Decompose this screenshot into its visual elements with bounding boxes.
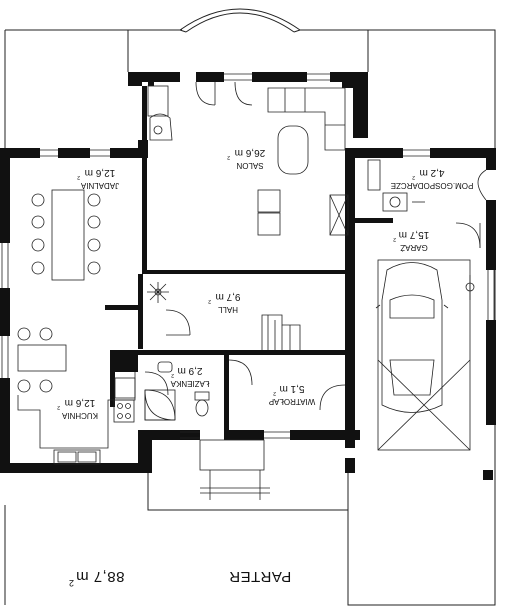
hall-name: HALL — [217, 305, 238, 314]
kuchnia-area-sup: 2 — [57, 404, 60, 410]
wiatrolap-area-sup: 2 — [273, 390, 276, 396]
garaz-area-sup: 2 — [393, 236, 396, 242]
hall-area: 9,7 m — [215, 291, 240, 302]
label-floor: PARTER — [229, 568, 291, 585]
lazienka-name: ŁAZIENKA — [170, 379, 209, 388]
kitchen-fixtures — [17, 327, 136, 465]
pom-gospodarcze-area: 4,2 m — [419, 167, 444, 178]
salon-furniture — [147, 85, 349, 236]
boiler — [367, 159, 425, 212]
label-wiatrolap: WIATROŁAP 5,1 m 2 — [269, 383, 316, 406]
label-hall: HALL 9,7 m 2 — [208, 291, 241, 314]
total-area-sup: 2 — [69, 578, 74, 588]
doors — [144, 81, 487, 411]
salon-name: SALON — [236, 161, 263, 170]
label-kuchnia: KUCHNIA 12,6 m 2 — [57, 397, 98, 420]
label-pom-gospodarcze: POM.GOSPODARCZE 4,2 m 2 — [391, 167, 474, 190]
windows — [1, 73, 495, 439]
wiatrolap-area: 5,1 m — [279, 383, 304, 394]
terrace-outline — [4, 29, 496, 606]
total-area: 88,7 m — [76, 568, 125, 585]
kuchnia-name: KUCHNIA — [61, 411, 98, 420]
hall-area-sup: 2 — [208, 298, 211, 304]
lazienka-area: 2,9 m — [177, 365, 202, 376]
bay-window — [179, 8, 301, 33]
lazienka-area-sup: 2 — [171, 372, 174, 378]
plant — [147, 282, 169, 303]
garaz-name: GARAŻ — [400, 243, 428, 252]
dining-set — [31, 189, 101, 281]
label-lazienka: ŁAZIENKA 2,9 m 2 — [170, 365, 209, 388]
label-jadalnia: JADALNIA 12,6 m 2 — [77, 167, 119, 190]
jadalnia-area-sup: 2 — [77, 174, 80, 180]
wiatrolap-name: WIATROŁAP — [269, 397, 316, 406]
pom-gospodarcze-area-sup: 2 — [412, 174, 415, 180]
garaz-area: 15,7 m — [399, 229, 430, 240]
car — [375, 259, 475, 451]
kuchnia-area: 12,6 m — [65, 397, 96, 408]
pom-gospodarcze-name: POM.GOSPODARCZE — [391, 181, 474, 190]
bathroom-fixtures — [144, 361, 210, 421]
floor-name: PARTER — [229, 568, 291, 585]
jadalnia-name: JADALNIA — [80, 181, 119, 190]
jadalnia-area: 12,6 m — [85, 167, 116, 178]
walls — [0, 72, 496, 480]
label-salon: SALON 26,6 m 2 — [227, 147, 265, 170]
stairs — [261, 314, 301, 350]
salon-area-sup: 2 — [227, 154, 230, 160]
salon-area: 26,6 m — [235, 147, 266, 158]
label-garaz: GARAŻ 15,7 m 2 — [393, 229, 429, 252]
entrance-steps — [199, 439, 270, 500]
label-total-area: 88,7 m 2 — [69, 568, 124, 588]
